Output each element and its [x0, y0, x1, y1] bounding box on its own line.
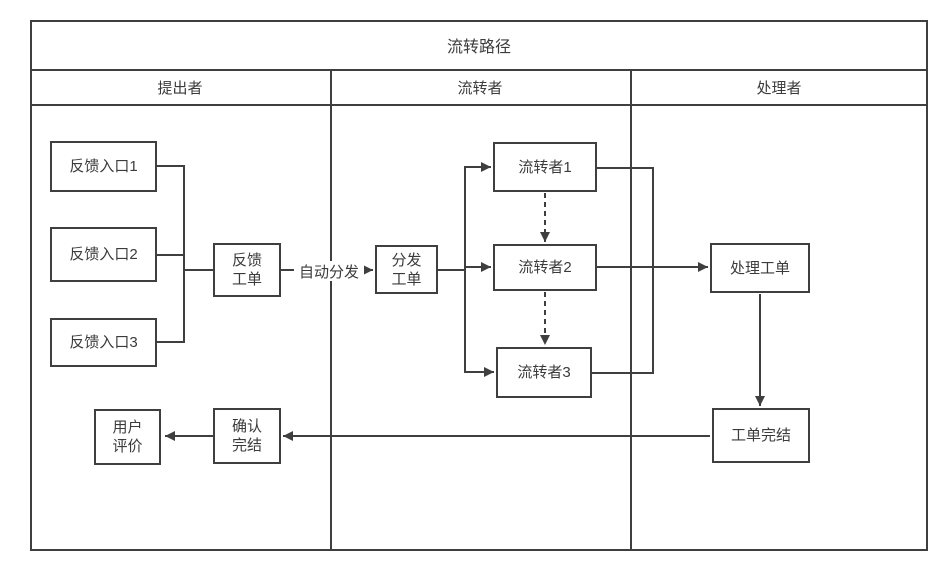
node-feedback-entry-2: 反馈入口2: [50, 227, 157, 282]
node-dispatch-ticket: 分发 工单: [375, 245, 438, 294]
header-divider-line: [30, 104, 928, 106]
edge-label-auto-dispatch: 自动分发: [294, 261, 364, 281]
lane-divider-2: [630, 69, 632, 551]
dispatch-branch-edges: [438, 162, 494, 377]
node-transferrer-3: 流转者3: [496, 347, 592, 398]
collector-edges: [157, 165, 213, 343]
completion-edges: [165, 294, 765, 441]
lane-divider-1: [330, 69, 332, 551]
node-transferrer-2: 流转者2: [493, 244, 597, 291]
node-user-evaluation: 用户 评价: [94, 409, 161, 465]
diagram-frame: [30, 20, 928, 551]
diagram-title: 流转路径: [446, 38, 511, 56]
node-ticket-complete: 工单完结: [712, 408, 810, 463]
title-divider-line: [30, 69, 928, 71]
node-confirm-complete: 确认 完结: [213, 408, 281, 464]
lane-header-handler: 处理者: [756, 80, 802, 97]
node-feedback-ticket: 反馈 工单: [213, 243, 281, 297]
node-handle-ticket: 处理工单: [710, 243, 810, 293]
lane-header-proposer: 提出者: [157, 80, 203, 97]
lane-header-transferrer: 流转者: [457, 80, 503, 97]
node-feedback-entry-3: 反馈入口3: [50, 318, 157, 367]
node-feedback-entry-1: 反馈入口1: [50, 141, 157, 192]
handler-collector-edges: [592, 167, 708, 374]
node-transferrer-1: 流转者1: [493, 142, 597, 192]
